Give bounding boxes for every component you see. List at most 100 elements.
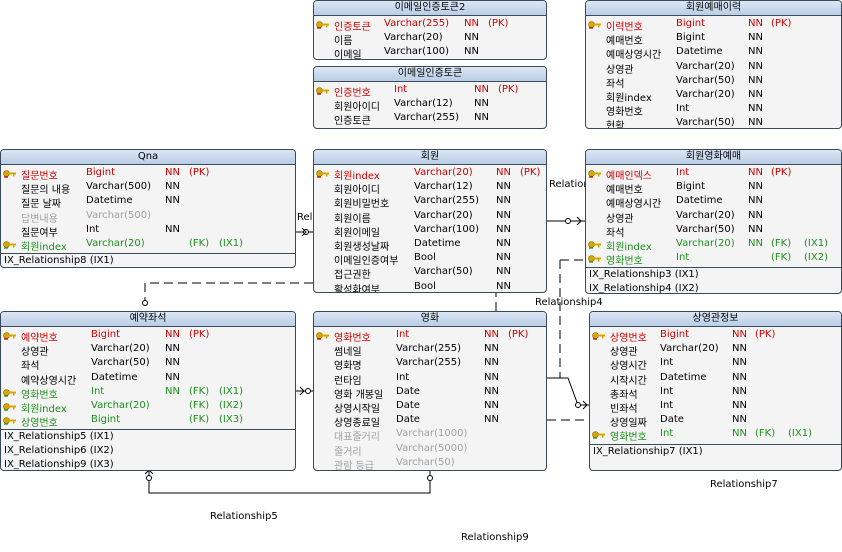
column-name: 현황: [606, 121, 625, 129]
index-row[interactable]: IX_Relationship6 (IX2): [4, 444, 114, 456]
column-null: NN: [496, 209, 511, 221]
index-row[interactable]: IX_Relationship9 (IX3): [4, 458, 114, 470]
column-type: Datetime: [414, 237, 461, 249]
column-null: NN: [474, 84, 489, 95]
column-type: Varchar(12): [414, 181, 473, 193]
column-type: Int: [396, 329, 410, 340]
column-name: 회원index: [606, 241, 652, 253]
column-type: Varchar(20): [86, 237, 145, 249]
index-row[interactable]: IX_Relationship5 (IX1): [4, 431, 114, 443]
column-type: Bigint: [660, 329, 690, 340]
column-null: NN: [484, 329, 499, 340]
column-index: (IX1): [219, 237, 243, 249]
index-row[interactable]: IX_Relationship4 (IX2): [589, 282, 699, 294]
column-type: Date: [396, 399, 420, 411]
column-name: 상영관: [606, 213, 634, 225]
index-row[interactable]: IX_Relationship3 (IX1): [589, 269, 699, 281]
column-type: Varchar(500): [86, 209, 152, 221]
index-row[interactable]: IX_Relationship8 (IX1): [4, 255, 114, 267]
column-name: 상영관: [606, 64, 634, 76]
column-type: Bigint: [86, 167, 116, 178]
primary-key-icon: [3, 331, 17, 340]
column-index: (IX3): [219, 414, 243, 426]
column-name: 영화명: [334, 361, 362, 373]
entity-title: 상영관정보: [590, 312, 841, 327]
column-null: NN: [484, 357, 499, 369]
index-row[interactable]: IX_Relationship7 (IX1): [593, 445, 703, 457]
column-null: NN: [748, 209, 763, 221]
primary-key-icon: [588, 20, 602, 29]
